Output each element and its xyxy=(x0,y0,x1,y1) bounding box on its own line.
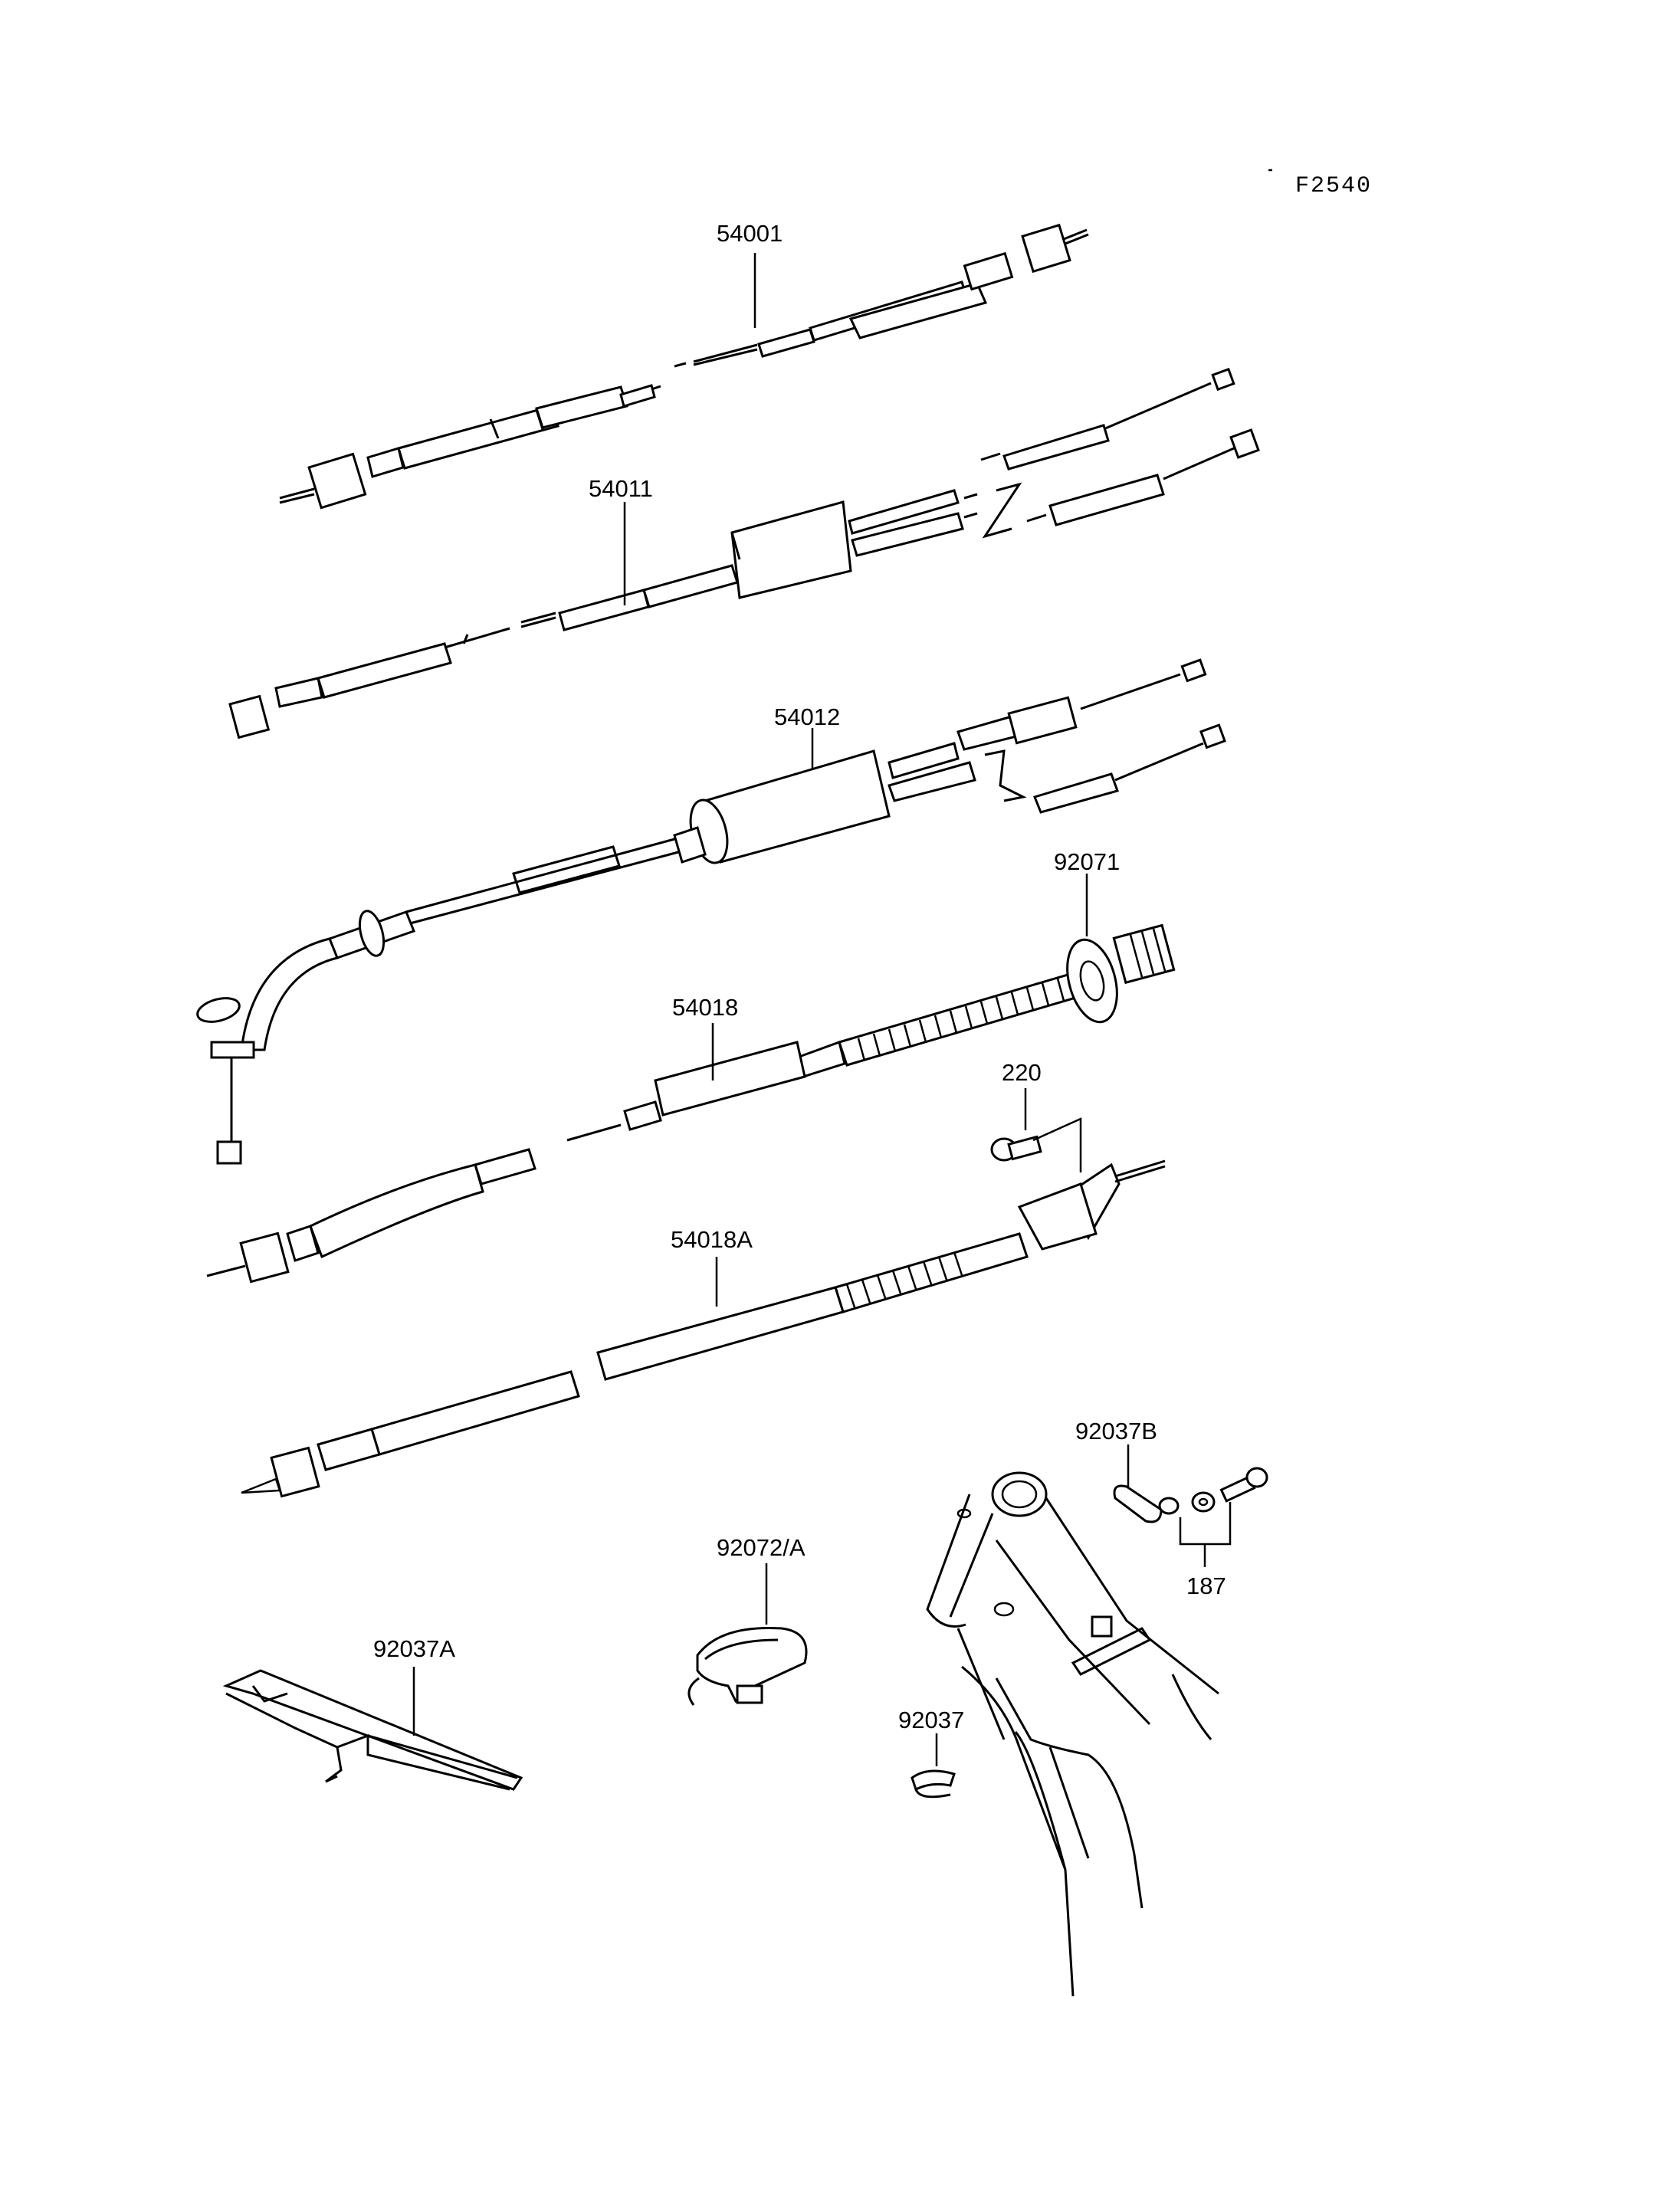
cable-54011[interactable] xyxy=(228,367,1260,739)
frame-head-pipe xyxy=(926,1471,1219,1997)
label-54001: 54001 xyxy=(717,220,783,247)
label-54011: 54011 xyxy=(589,475,653,502)
screw-220[interactable] xyxy=(990,1135,1042,1162)
label-92072-A: 92072/A xyxy=(717,1534,806,1561)
cable-54001[interactable] xyxy=(279,223,1089,510)
cable-54018A[interactable] xyxy=(241,1159,1166,1498)
label-92037A: 92037A xyxy=(373,1635,455,1662)
cable-54012[interactable] xyxy=(195,658,1226,1165)
bolt-washers-187[interactable] xyxy=(1158,1467,1268,1515)
label-92037B: 92037B xyxy=(1075,1418,1157,1444)
figure-code: F2540 xyxy=(1295,173,1372,199)
label-220: 220 xyxy=(1002,1059,1042,1086)
clamp-92072A[interactable] xyxy=(687,1626,808,1706)
label-54018: 54018 xyxy=(672,994,738,1021)
holder-92037A[interactable] xyxy=(222,1669,523,1791)
clamp-92037B[interactable] xyxy=(1113,1484,1163,1523)
label-54018A: 54018A xyxy=(671,1226,753,1253)
label-92071: 92071 xyxy=(1054,848,1120,875)
cable-54018[interactable] xyxy=(206,923,1176,1284)
label-92037: 92037 xyxy=(898,1707,964,1733)
label-54012: 54012 xyxy=(774,703,840,730)
label-187: 187 xyxy=(1186,1572,1226,1599)
clip-92037[interactable] xyxy=(911,1769,956,1799)
